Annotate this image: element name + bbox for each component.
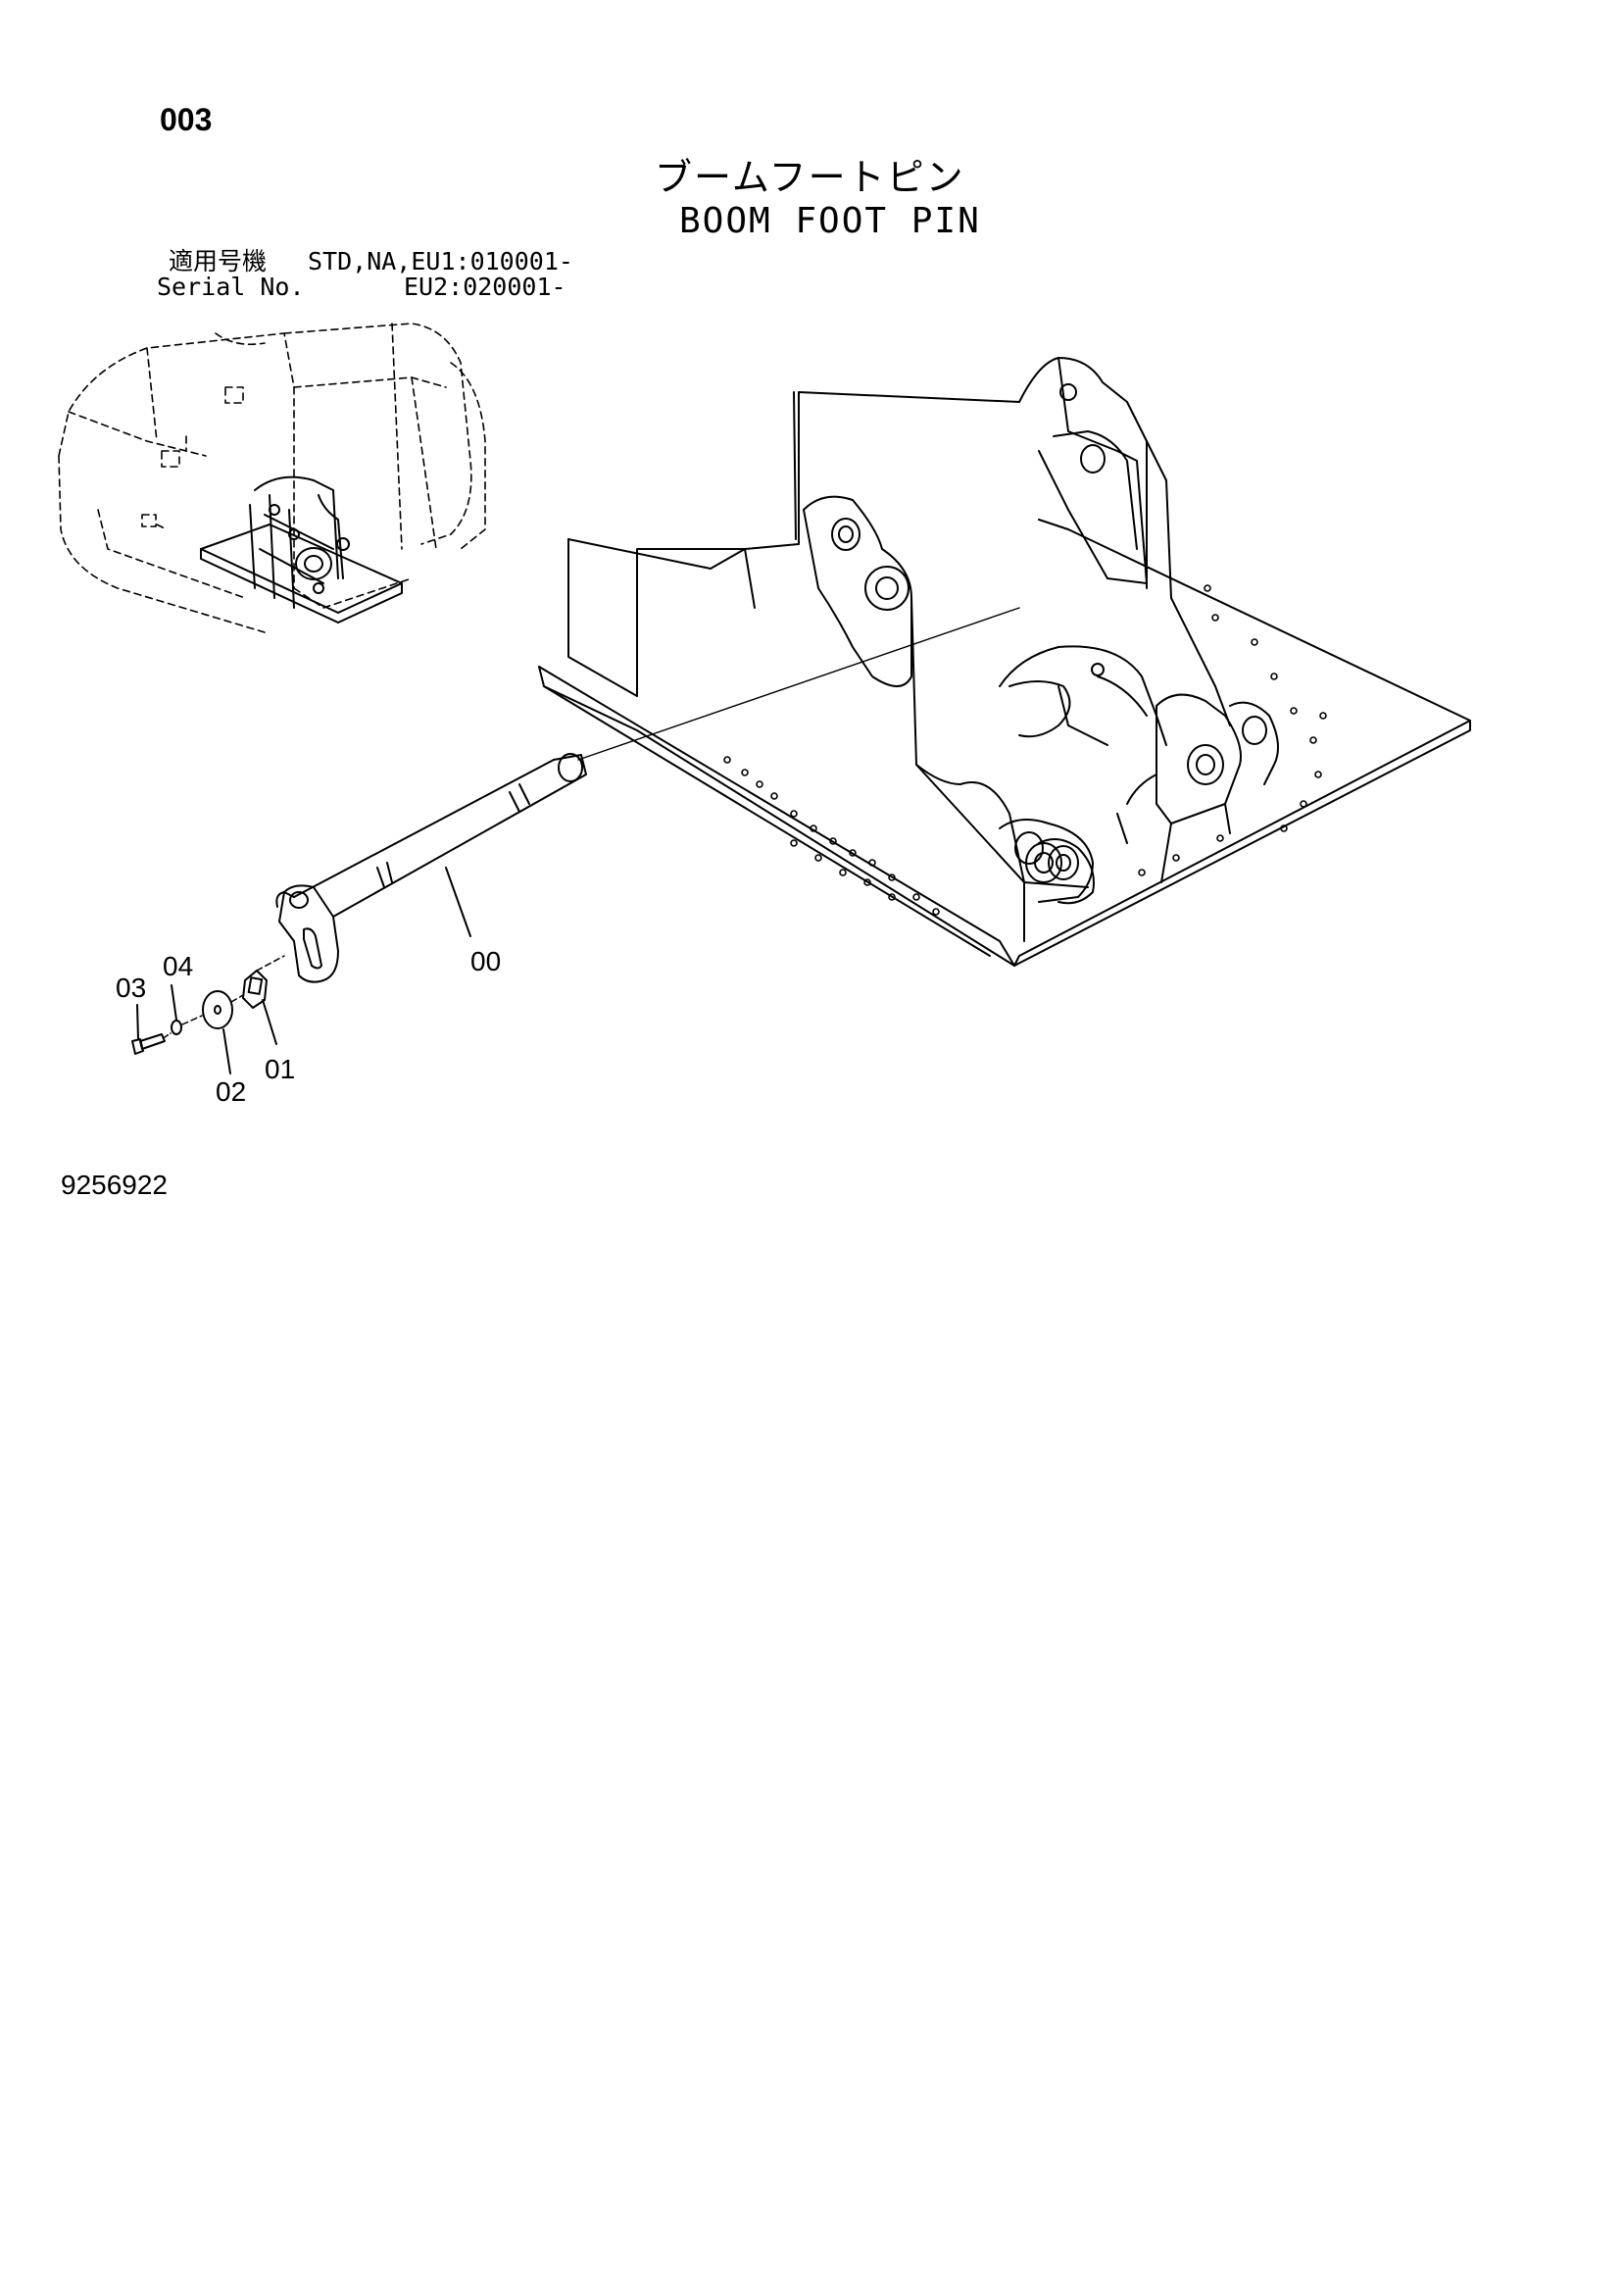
- boom-foot-pin-00: [275, 753, 587, 983]
- title-japanese: ブームフートピン: [655, 156, 965, 199]
- serial-label-english: Serial No.: [157, 273, 305, 301]
- serial-range-line-2: EU2:020001-: [404, 273, 566, 301]
- callout-04: 04: [163, 951, 194, 981]
- serial-range-line-1: STD,NA,EU1:010001-: [308, 247, 573, 275]
- page-number: 003: [160, 102, 213, 137]
- callout-01: 01: [265, 1054, 296, 1084]
- drawing-number: 9256922: [61, 1170, 169, 1200]
- callout-00: 00: [470, 946, 502, 976]
- fastener-parts: [131, 955, 285, 1074]
- machine-overview-locator: [58, 323, 486, 633]
- callout-02: 02: [216, 1076, 247, 1107]
- swing-frame: [538, 357, 1471, 967]
- callout-03: 03: [116, 973, 147, 1003]
- serial-label-japanese: 適用号機: [169, 247, 268, 275]
- title-english: BOOM FOOT PIN: [679, 201, 981, 241]
